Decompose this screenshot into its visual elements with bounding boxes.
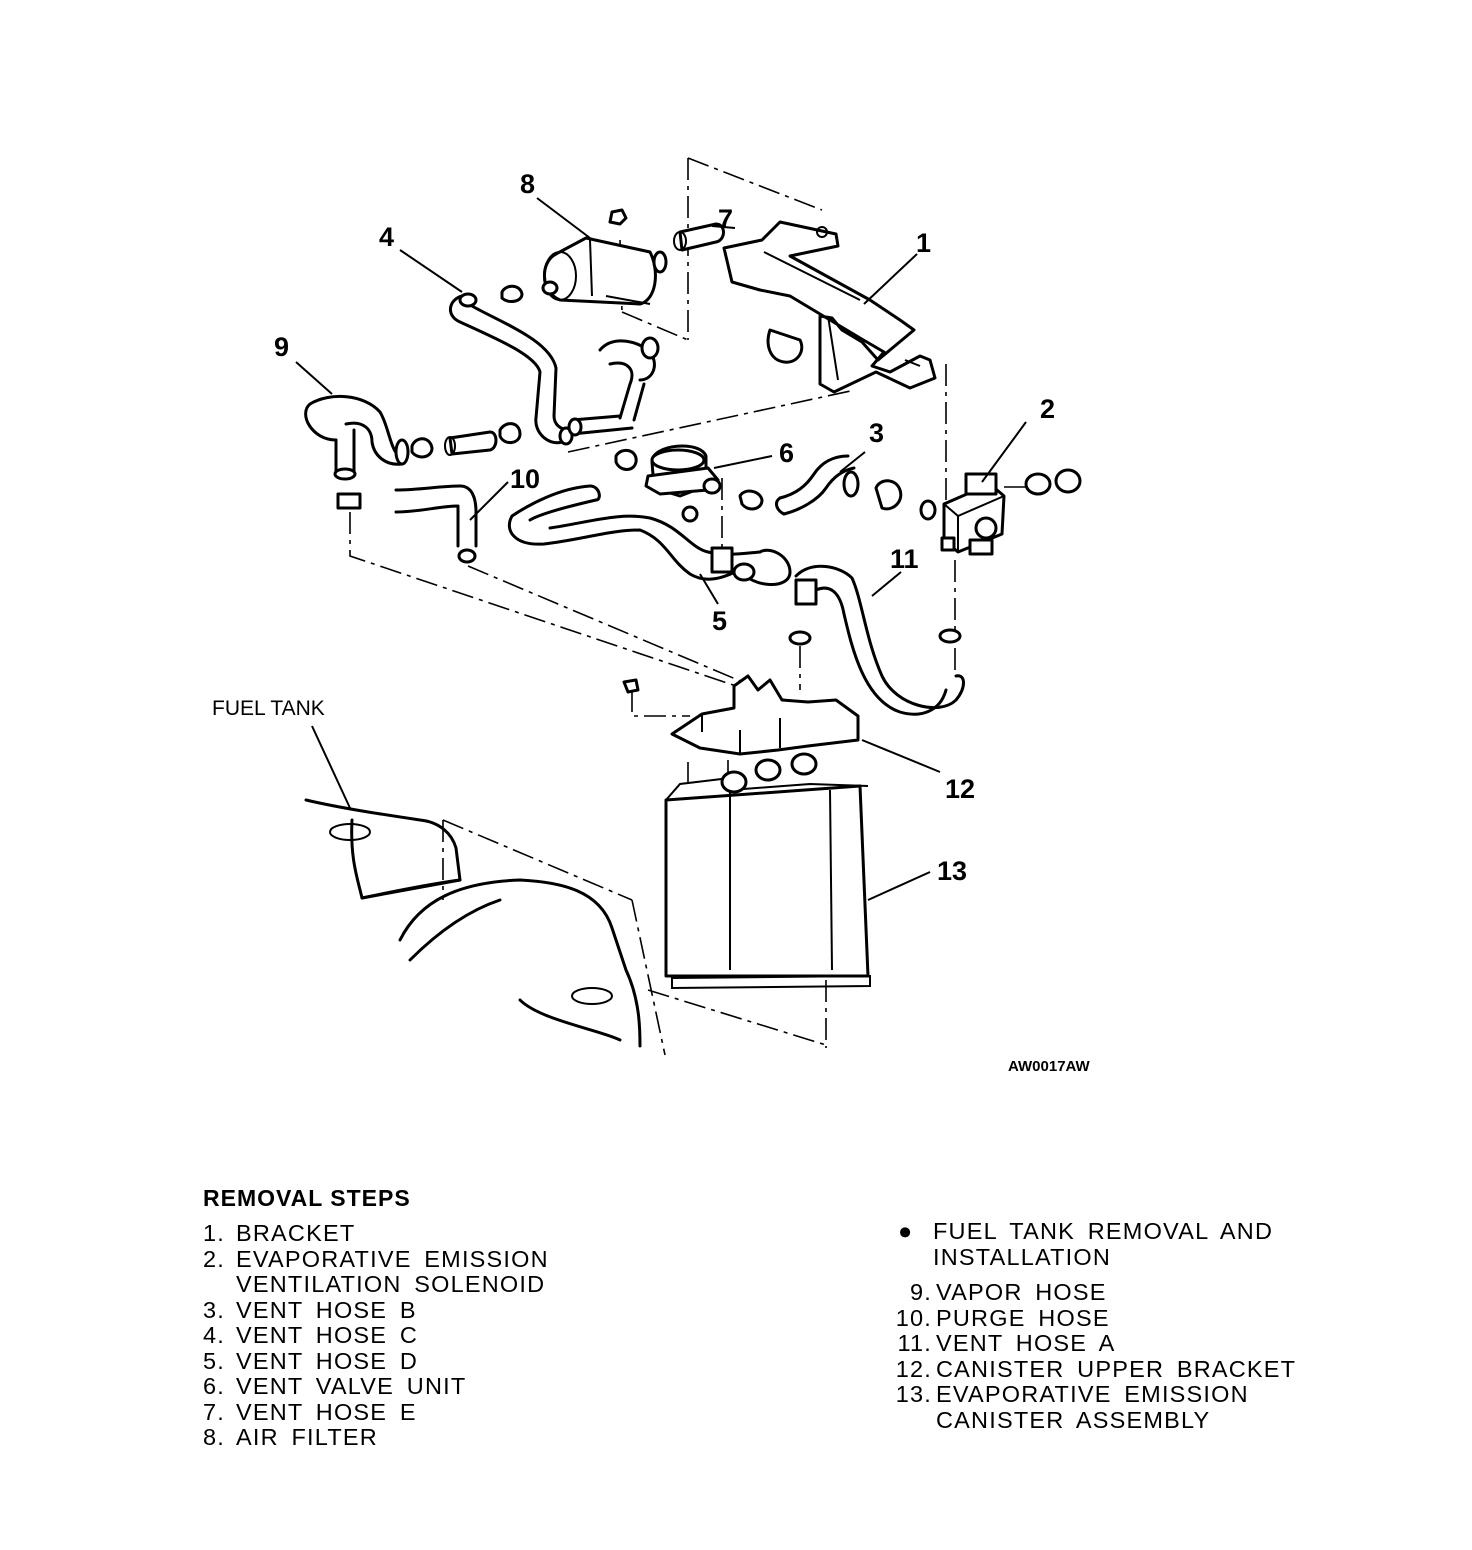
step-text: CANISTER UPPER BRACKET — [936, 1355, 1297, 1382]
callout-2: 2 — [1040, 394, 1055, 424]
exploded-view-diagram: 1 2 3 4 5 6 7 8 9 10 11 12 13 FUEL TANK … — [212, 157, 1091, 1075]
step-number: 6. — [203, 1373, 225, 1399]
callout-12: 12 — [945, 774, 975, 804]
bullet-icon: ● — [898, 1218, 914, 1244]
step-number: 3. — [203, 1296, 225, 1323]
step-number: 12. — [895, 1355, 932, 1382]
vent-hose-b-part — [775, 454, 937, 521]
step-text: AIR FILTER — [236, 1424, 378, 1450]
step-number: 5. — [203, 1347, 225, 1374]
callout-9: 9 — [274, 332, 289, 362]
step-text: VENT HOSE D — [236, 1347, 419, 1374]
step-text: EVAPORATIVE EMISSION — [936, 1381, 1249, 1407]
step-text: VENT HOSE B — [236, 1296, 417, 1323]
step-number: 13. — [895, 1381, 932, 1407]
callout-labels: 1 2 3 4 5 6 7 8 9 10 11 12 13 — [274, 169, 1055, 886]
step-text: BRACKET — [236, 1220, 356, 1246]
step-number: 1. — [203, 1220, 225, 1246]
list-item: 7. VENT HOSE E — [203, 1398, 763, 1426]
step-number: 9. — [910, 1279, 932, 1305]
fuel-tank-part — [304, 798, 642, 1048]
callout-11: 11 — [890, 544, 919, 574]
fuel-tank-note: ● FUEL TANK REMOVAL AND INSTALLATION — [898, 1218, 1418, 1270]
callout-5: 5 — [712, 606, 727, 636]
step-number: 8. — [203, 1424, 225, 1450]
step-text: PURGE HOSE — [936, 1304, 1110, 1331]
step-text: VAPOR HOSE — [936, 1279, 1107, 1305]
step-number: 4. — [203, 1322, 225, 1348]
note-text: FUEL TANK REMOVAL AND — [933, 1218, 1274, 1244]
vent-valve-unit-part — [614, 444, 764, 523]
canister-assembly-part — [664, 752, 871, 990]
list-item: 4. VENT HOSE C — [203, 1322, 763, 1349]
removal-steps-title: REMOVAL STEPS — [203, 1185, 411, 1211]
step-text: VENTILATION SOLENOID — [236, 1271, 546, 1297]
callout-13: 13 — [937, 856, 967, 886]
list-item: 11.VENT HOSE A — [888, 1330, 1448, 1357]
air-filter-part — [541, 208, 668, 306]
leader-lines — [295, 197, 1027, 901]
removal-steps-list-right: 9.VAPOR HOSE 10.PURGE HOSE 11.VENT HOSE … — [888, 1279, 1448, 1433]
callout-1: 1 — [916, 228, 931, 258]
step-text: VENT HOSE C — [236, 1322, 419, 1348]
note-text: INSTALLATION — [933, 1243, 1112, 1270]
fuel-tank-label: FUEL TANK — [212, 697, 325, 720]
step-text: CANISTER ASSEMBLY — [936, 1406, 1211, 1433]
step-number: 10. — [895, 1304, 932, 1331]
ventilation-solenoid-part — [940, 468, 1082, 556]
vapor-hose-part — [304, 394, 522, 510]
list-item: 8. AIR FILTER — [203, 1424, 763, 1451]
step-text: VENT HOSE E — [236, 1398, 417, 1425]
callout-6: 6 — [779, 438, 794, 468]
list-item: 5. VENT HOSE D — [203, 1347, 763, 1375]
step-number: 2. — [203, 1245, 225, 1272]
vent-hose-a-part — [788, 564, 965, 716]
figure-code: AW0017AW — [1008, 1058, 1091, 1075]
callout-8: 8 — [520, 169, 535, 199]
callout-3: 3 — [869, 418, 884, 448]
list-item: 9.VAPOR HOSE — [888, 1279, 1448, 1306]
vent-hose-c-part — [449, 284, 574, 446]
list-item: 12.CANISTER UPPER BRACKET — [888, 1355, 1448, 1383]
bracket-part — [722, 220, 937, 394]
list-item: 10.PURGE HOSE — [888, 1304, 1448, 1332]
vent-hose-e-part — [567, 222, 725, 437]
step-text: VENT VALVE UNIT — [236, 1373, 467, 1399]
list-item: 3. VENT HOSE B — [203, 1296, 763, 1324]
list-item: 6. VENT VALVE UNIT — [203, 1373, 763, 1400]
vent-hose-d-part — [507, 484, 792, 586]
callout-7: 7 — [718, 204, 733, 234]
callout-10: 10 — [510, 464, 540, 494]
step-text: VENT HOSE A — [936, 1330, 1116, 1356]
list-item: 1. BRACKET — [203, 1220, 763, 1247]
callout-4: 4 — [379, 222, 394, 252]
step-number: 11. — [897, 1330, 932, 1356]
step-text: EVAPORATIVE EMISSION — [236, 1245, 549, 1272]
step-number: 7. — [203, 1398, 225, 1425]
purge-hose-part — [394, 484, 478, 564]
canister-upper-bracket-part — [622, 674, 860, 756]
